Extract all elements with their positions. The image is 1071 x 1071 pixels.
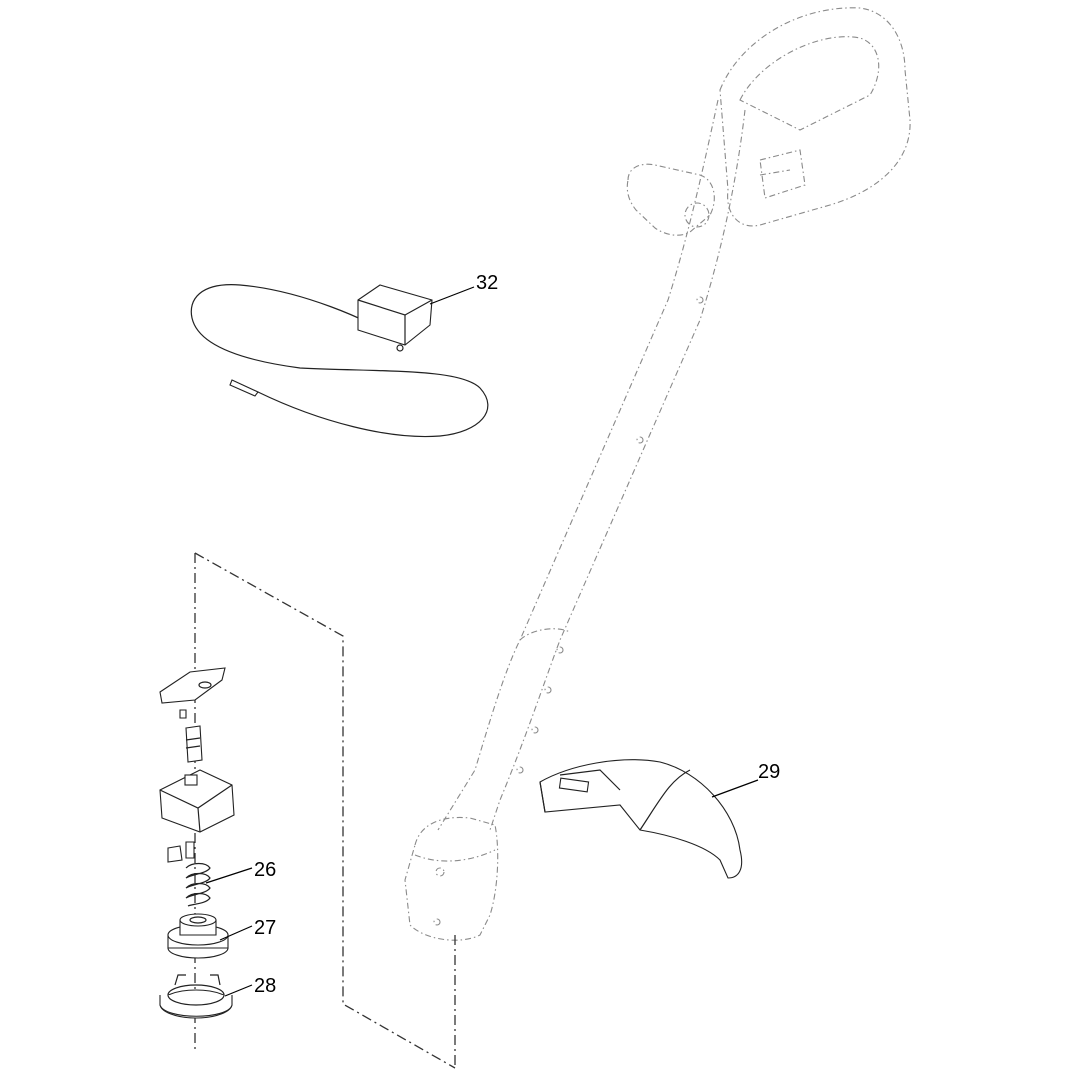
- callout-28: 28: [254, 975, 276, 997]
- guard-icon: [539, 759, 743, 879]
- charger-icon: [190, 284, 489, 438]
- spool-cover-icon: [159, 974, 233, 1019]
- leader-29: [711, 779, 759, 798]
- cutter-head-parts: [159, 667, 235, 863]
- callout-29: 29: [758, 761, 780, 783]
- leader-27: [219, 925, 253, 941]
- trimmer-body: [404, 7, 911, 941]
- spring-icon: [185, 862, 211, 907]
- callout-26: 26: [254, 859, 276, 881]
- leader-26: [205, 867, 253, 884]
- callout-27: 27: [254, 917, 276, 939]
- leader-32: [429, 286, 475, 305]
- leader-28: [224, 984, 253, 997]
- spool-icon: [167, 913, 229, 959]
- callout-32: 32: [476, 272, 498, 294]
- leader-lines: [205, 286, 759, 997]
